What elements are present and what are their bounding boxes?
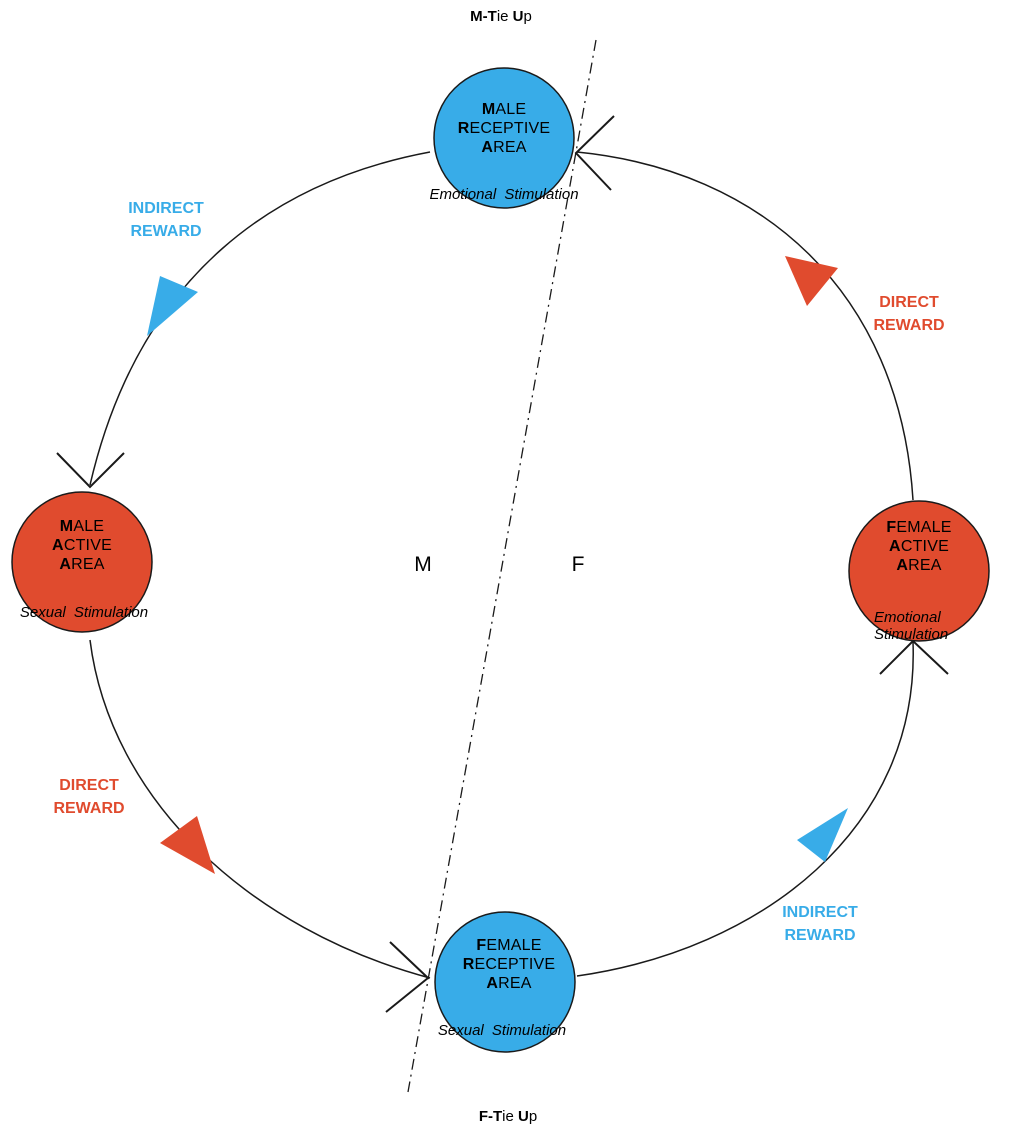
- female-side-label: F: [571, 553, 585, 576]
- node-initial: M: [481, 101, 496, 118]
- chevron-right-arrowhead: [385, 941, 430, 1013]
- male-side-label: M: [414, 553, 432, 576]
- reward-line: DIRECT: [879, 294, 939, 311]
- tie-text: ie: [496, 8, 513, 25]
- node-initial: R: [462, 956, 475, 973]
- male-receptive-stimulation-label: Emotional Stimulation: [429, 186, 579, 203]
- reward-line: REWARD: [130, 223, 202, 240]
- arc-male-active-to-female-receptive: [89, 639, 431, 979]
- node-line: AREA: [458, 138, 551, 157]
- divider-line: [407, 39, 597, 1093]
- node-line: AREA: [886, 556, 951, 575]
- node-line: RECEPTIVE: [458, 119, 551, 138]
- female-active-stimulation-label: Emotional Stimulation: [874, 609, 949, 643]
- node-line: RECEPTIVE: [463, 955, 556, 974]
- indirect-reward-arrow-icon: [147, 276, 198, 336]
- node-text: REA: [908, 557, 942, 574]
- f-tie-up-label: F-Tie Up: [479, 1108, 537, 1125]
- node-initial: A: [896, 557, 909, 574]
- reward-line: REWARD: [784, 927, 856, 944]
- node-initial: A: [481, 139, 494, 156]
- node-text: EMALE: [486, 937, 542, 954]
- tie-bold-text: M-T: [470, 8, 497, 25]
- tie-bold-text: F-T: [478, 1108, 503, 1125]
- node-initial: A: [889, 538, 901, 555]
- m-tie-up-label: M-Tie Up: [470, 8, 532, 25]
- node-initial: F: [886, 519, 897, 536]
- node-line: ACTIVE: [52, 536, 112, 555]
- reward-line: REWARD: [873, 317, 945, 334]
- node-initial: A: [59, 556, 72, 573]
- node-line: ACTIVE: [886, 537, 951, 556]
- direct-reward-arrow-icon: [160, 816, 215, 874]
- node-line: FEMALE: [886, 518, 951, 537]
- node-text: ALE: [73, 518, 105, 535]
- node-line: AREA: [52, 555, 112, 574]
- male-active-area-circle: [11, 491, 153, 633]
- tie-text: ie: [502, 1108, 518, 1125]
- node-line: MALE: [52, 517, 112, 536]
- node-initial: F: [476, 937, 487, 954]
- female-receptive-stimulation-label: Sexual Stimulation: [437, 1022, 567, 1039]
- node-initial: M: [59, 518, 74, 535]
- tie-text: p: [528, 1108, 538, 1125]
- chevron-up-arrowhead: [879, 639, 949, 675]
- indirect-reward-arrow-icon: [797, 808, 848, 862]
- male-receptive-area-label: MALE RECEPTIVE AREA: [458, 100, 551, 157]
- node-text: REA: [493, 139, 527, 156]
- direct-reward-label-top-right: DIRECT REWARD: [873, 291, 944, 337]
- node-initial: R: [457, 120, 470, 137]
- chevron-down-arrowhead: [56, 452, 125, 489]
- male-receptive-area-circle: [433, 67, 575, 209]
- tie-bold-text: U: [517, 1108, 529, 1125]
- reward-line: INDIRECT: [782, 904, 858, 921]
- node-text: CTIVE: [63, 537, 112, 554]
- node-initial: A: [52, 537, 64, 554]
- reward-line: DIRECT: [59, 777, 119, 794]
- node-text: CTIVE: [900, 538, 949, 555]
- node-text: REA: [71, 556, 105, 573]
- male-active-area-label: MALE ACTIVE AREA: [52, 517, 112, 574]
- female-active-area-circle: [848, 500, 990, 642]
- reward-line: INDIRECT: [128, 200, 204, 217]
- node-text: EMALE: [896, 519, 952, 536]
- arc-female-active-to-male-receptive: [576, 151, 914, 501]
- female-receptive-area-circle: [434, 911, 576, 1053]
- tie-text: p: [523, 8, 532, 25]
- reward-line: REWARD: [53, 800, 125, 817]
- node-line: MALE: [458, 100, 551, 119]
- female-active-area-label: FEMALE ACTIVE AREA: [886, 518, 951, 575]
- node-line: AREA: [463, 974, 556, 993]
- tie-bold-text: U: [512, 8, 524, 25]
- node-text: ECEPTIVE: [469, 120, 551, 137]
- chevron-left-arrowhead: [574, 115, 615, 191]
- indirect-reward-label-top-left: INDIRECT REWARD: [128, 197, 204, 243]
- node-line: FEMALE: [463, 936, 556, 955]
- arc-male-receptive-to-male-active: [89, 151, 431, 486]
- indirect-reward-label-bottom-right: INDIRECT REWARD: [782, 901, 858, 947]
- female-receptive-area-label: FEMALE RECEPTIVE AREA: [463, 936, 556, 993]
- node-text: ALE: [495, 101, 527, 118]
- male-active-stimulation-label: Sexual Stimulation: [19, 604, 149, 621]
- node-text: REA: [498, 975, 532, 992]
- node-text: ECEPTIVE: [474, 956, 556, 973]
- arc-female-receptive-to-female-active: [576, 641, 914, 977]
- direct-reward-label-bottom-left: DIRECT REWARD: [53, 774, 124, 820]
- node-initial: A: [486, 975, 499, 992]
- direct-reward-arrow-icon: [785, 256, 838, 306]
